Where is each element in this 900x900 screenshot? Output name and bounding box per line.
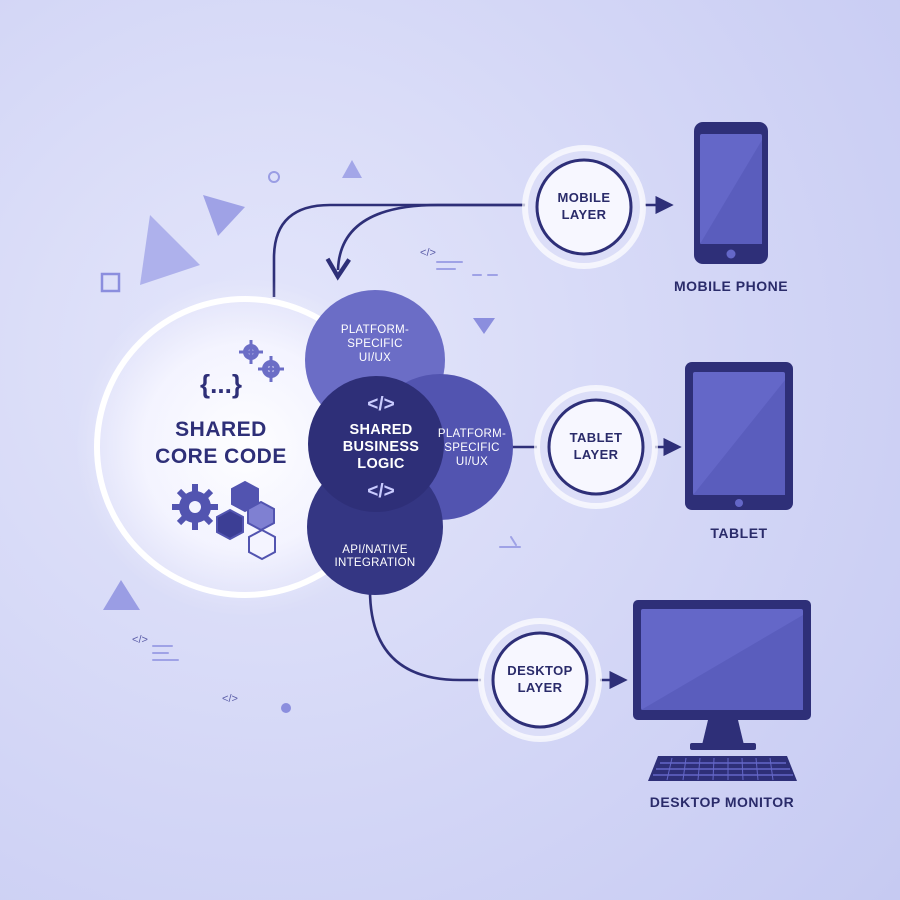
decor-triangle xyxy=(140,215,200,285)
code-tag-icon: </> xyxy=(367,481,394,502)
venn-diagram: PLATFORM- SPECIFIC UI/UX PLATFORM- SPECI… xyxy=(305,290,513,595)
device-label-desktop: DESKTOP MONITOR xyxy=(650,794,794,810)
tablet-layer-line1: TABLET xyxy=(570,430,623,445)
core-title-line2: CORE CODE xyxy=(155,445,287,468)
venn-top-line1: PLATFORM- xyxy=(341,324,409,336)
venn-center-line3: LOGIC xyxy=(357,456,405,472)
mobile-phone-icon xyxy=(694,122,768,264)
connectors xyxy=(272,195,682,690)
tablet-layer-line2: LAYER xyxy=(574,447,619,462)
device-label-tablet: TABLET xyxy=(710,525,767,541)
decor-triangle xyxy=(103,580,140,610)
venn-center-line1: SHARED xyxy=(349,422,412,438)
decor-dot xyxy=(281,703,291,713)
mobile-layer-line1: MOBILE xyxy=(558,190,611,205)
device-label-mobile: MOBILE PHONE xyxy=(674,278,788,294)
connector-mobile-to-logic xyxy=(325,203,530,281)
venn-bottom-line1: API/NATIVE xyxy=(342,544,407,556)
decor-triangle xyxy=(203,195,245,236)
venn-right-line1: PLATFORM- xyxy=(438,428,506,440)
venn-center-line2: BUSINESS xyxy=(343,439,420,455)
decor-code-lines xyxy=(152,261,521,661)
small-gears-icon xyxy=(239,340,284,382)
layer-tablet[interactable]: TABLET LAYER xyxy=(534,385,658,509)
layer-desktop[interactable]: DESKTOP LAYER xyxy=(478,618,602,742)
venn-top-line3: UI/UX xyxy=(359,352,391,364)
desktop-layer-line1: DESKTOP xyxy=(507,663,572,678)
venn-bottom-line2: INTEGRATION xyxy=(334,557,415,569)
hexagon-cluster-icon xyxy=(216,480,276,561)
code-tag-icon: </> xyxy=(367,394,394,415)
venn-right-line2: SPECIFIC xyxy=(444,442,499,454)
decor-code-tag: </> xyxy=(132,634,148,646)
venn-right-line3: UI/UX xyxy=(456,456,488,468)
venn-center-circle xyxy=(308,376,444,512)
connector-api-to-desktop xyxy=(368,589,490,682)
decor-triangle xyxy=(342,160,362,178)
decorations: </> </> </> xyxy=(100,160,521,713)
keyboard-icon xyxy=(648,756,797,781)
connector-core-to-mobile xyxy=(272,203,525,297)
core-title-line1: SHARED xyxy=(175,418,267,441)
decor-code-tag: </> xyxy=(222,693,238,705)
mobile-layer-line2: LAYER xyxy=(562,207,607,222)
decor-triangle xyxy=(473,318,495,334)
venn-top-line2: SPECIFIC xyxy=(347,338,402,350)
desktop-monitor-icon xyxy=(633,600,811,750)
gear-icon xyxy=(172,484,218,530)
core-braces: {...} xyxy=(200,369,242,399)
desktop-layer-line2: LAYER xyxy=(518,680,563,695)
layer-mobile[interactable]: MOBILE LAYER xyxy=(522,145,646,269)
decor-square xyxy=(100,272,121,293)
decor-ring xyxy=(268,171,280,183)
decor-code-tag: </> xyxy=(420,247,436,259)
tablet-icon xyxy=(685,362,793,510)
